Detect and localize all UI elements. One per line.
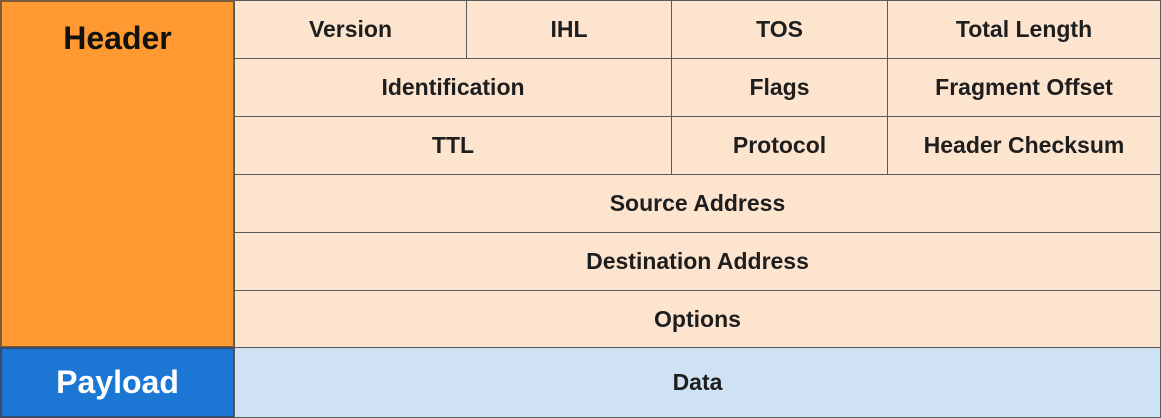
field-flags: Flags (671, 58, 888, 117)
field-fragment-offset: Fragment Offset (887, 58, 1161, 117)
field-protocol: Protocol (671, 116, 888, 175)
field-data: Data (234, 347, 1161, 418)
field-ihl: IHL (466, 0, 672, 59)
field-ttl: TTL (234, 116, 672, 175)
field-identification: Identification (234, 58, 672, 117)
field-source-address: Source Address (234, 174, 1161, 233)
payload-section-label: Payload (0, 347, 235, 418)
field-options: Options (234, 290, 1161, 348)
header-section-label: Header (0, 0, 235, 348)
field-tos: TOS (671, 0, 888, 59)
field-version: Version (234, 0, 467, 59)
field-destination-address: Destination Address (234, 232, 1161, 291)
field-total-length: Total Length (887, 0, 1161, 59)
field-header-checksum: Header Checksum (887, 116, 1161, 175)
